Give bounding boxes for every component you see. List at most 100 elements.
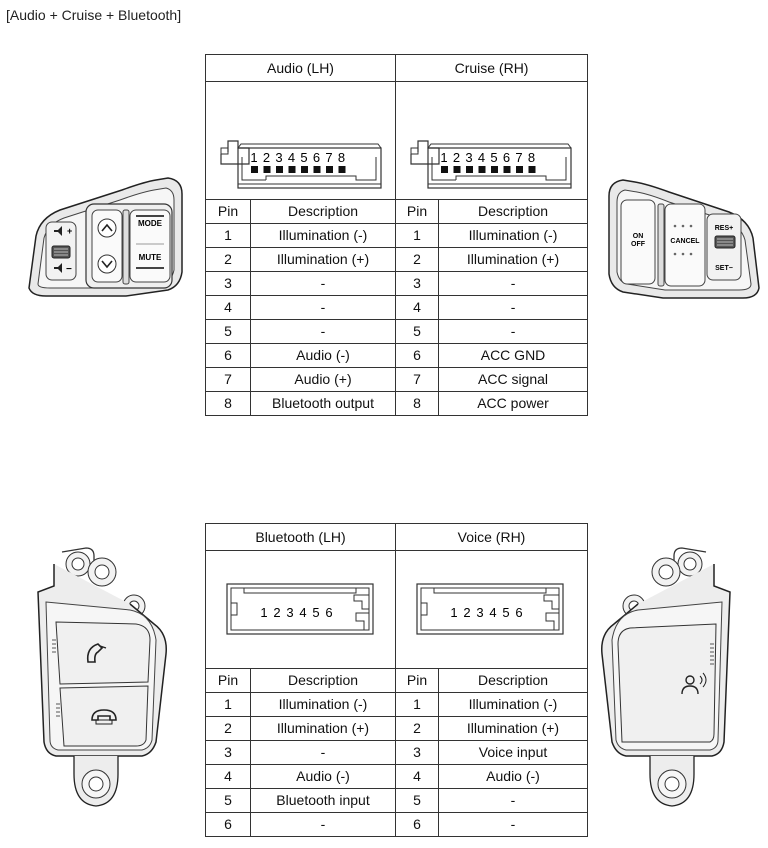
pin-description: Bluetooth output [249, 391, 397, 416]
pin-number: 5 [395, 319, 440, 344]
volume-up-icon[interactable] [54, 226, 62, 236]
audio-pin-number-1: 1 [250, 150, 257, 165]
pin-number: 2 [205, 247, 251, 272]
pin-description: Voice input [438, 740, 588, 765]
audio-pin-number-4: 4 [288, 150, 295, 165]
table-row: 2 Illumination (+) 2 Illumination (+) [205, 716, 588, 741]
pin-description: Audio (-) [249, 343, 397, 368]
pin-description: - [438, 295, 589, 320]
pin-description: - [249, 271, 397, 296]
table-row: 4 - 4 - [205, 295, 589, 320]
voice-pin-number-1: 1 [450, 605, 457, 620]
bluetooth-pin-number-3: 3 [286, 605, 293, 620]
col-pin-header: Pin [205, 199, 251, 224]
table-row: 8 Bluetooth output 8 ACC power [205, 391, 589, 416]
audio-pin-number-6: 6 [313, 150, 320, 165]
volume-down-icon[interactable] [54, 263, 62, 273]
pin-description: Illumination (-) [438, 692, 588, 717]
table-row: 3 - 3 Voice input [205, 740, 588, 765]
bluetooth-pin-number-6: 6 [325, 605, 332, 620]
table-row: 2 Illumination (+) 2 Illumination (+) [205, 247, 589, 272]
audio-remote-switch: MODE MUTE + − [28, 177, 183, 297]
table-row: 6 Audio (-) 6 ACC GND [205, 343, 589, 368]
pin-number: 1 [395, 223, 440, 248]
on-label[interactable]: ON [633, 233, 644, 240]
pin-description: - [438, 271, 589, 296]
arrow-up-icon[interactable] [97, 218, 117, 238]
pin-description: Illumination (+) [438, 247, 589, 272]
pin-number: 3 [395, 740, 439, 765]
cruise-terminal-4 [478, 166, 486, 173]
table-row: 3 - 3 - [205, 271, 589, 296]
off-label[interactable]: OFF [631, 241, 646, 248]
pin-number: 6 [395, 812, 439, 837]
pin-description: - [250, 812, 396, 837]
pin-number: 7 [205, 367, 251, 392]
pin-number: 6 [205, 343, 251, 368]
pin-description: - [438, 319, 589, 344]
table-row: 4 Audio (-) 4 Audio (-) [205, 764, 588, 789]
cruise-pin-number-7: 7 [515, 150, 522, 165]
cruise-rh-header: Cruise (RH) [395, 54, 589, 82]
pin-number: 3 [395, 271, 440, 296]
audio-lh-header: Audio (LH) [204, 54, 397, 82]
voice-pin-number-3: 3 [476, 605, 483, 620]
cruise-pin-number-4: 4 [478, 150, 485, 165]
voice-pin-number-2: 2 [463, 605, 470, 620]
table-row: 5 Bluetooth input 5 - [205, 788, 588, 813]
table-row: 5 - 5 - [205, 319, 589, 344]
pin-number: 4 [395, 295, 440, 320]
pin-description: - [438, 788, 588, 813]
col-description-header: Description [250, 668, 396, 693]
cruise-terminal-3 [466, 166, 474, 173]
pin-number: 6 [205, 812, 251, 837]
audio-pin-number-2: 2 [263, 150, 270, 165]
svg-text:+: + [67, 226, 72, 236]
audio-pin-number-5: 5 [300, 150, 307, 165]
page-title: [Audio + Cruise + Bluetooth] [6, 7, 182, 23]
pin-number: 4 [205, 295, 251, 320]
audio-terminal-6 [313, 166, 321, 173]
col-description-header: Description [438, 199, 589, 224]
pin-number: 2 [395, 247, 440, 272]
bluetooth-remote-switch [37, 547, 167, 807]
cruise-terminal-7 [516, 166, 524, 173]
cruise-terminal-8 [528, 166, 536, 173]
phone-end-icon[interactable] [91, 709, 117, 725]
mode-button-label[interactable]: MODE [138, 219, 163, 228]
pin-description: - [250, 740, 396, 765]
col-description-header: Description [438, 668, 588, 693]
pin-description: ACC power [438, 391, 589, 416]
pin-description: Illumination (-) [438, 223, 589, 248]
phone-call-icon[interactable] [86, 643, 107, 663]
cruise-pin-number-2: 2 [453, 150, 460, 165]
mute-button-label[interactable]: MUTE [139, 253, 162, 262]
cruise-terminal-1 [441, 166, 449, 173]
pin-number: 8 [205, 391, 251, 416]
set-button-label[interactable]: SET− [715, 265, 733, 272]
bluetooth-pin-number-2: 2 [273, 605, 280, 620]
bluetooth-pin-number-4: 4 [299, 605, 306, 620]
voice-remote-switch [601, 547, 731, 807]
table-row: 7 Audio (+) 7 ACC signal [205, 367, 589, 392]
pin-description: Illumination (+) [249, 247, 397, 272]
cruise-terminal-2 [453, 166, 461, 173]
voice-pin-number-4: 4 [489, 605, 496, 620]
pin-description: - [249, 319, 397, 344]
voice-pin-number-6: 6 [515, 605, 522, 620]
col-pin-header: Pin [395, 199, 440, 224]
cancel-button-label[interactable]: CANCEL [670, 238, 700, 245]
cruise-terminal-6 [503, 166, 511, 173]
res-button-label[interactable]: RES+ [715, 225, 733, 232]
cruise-pin-number-3: 3 [465, 150, 472, 165]
pin-number: 3 [205, 271, 251, 296]
cruise-pin-number-8: 8 [528, 150, 535, 165]
arrow-down-icon[interactable] [97, 254, 117, 274]
pin-description: Audio (+) [249, 367, 397, 392]
voice-recognition-icon[interactable] [681, 672, 707, 695]
pin-description: ACC GND [438, 343, 589, 368]
